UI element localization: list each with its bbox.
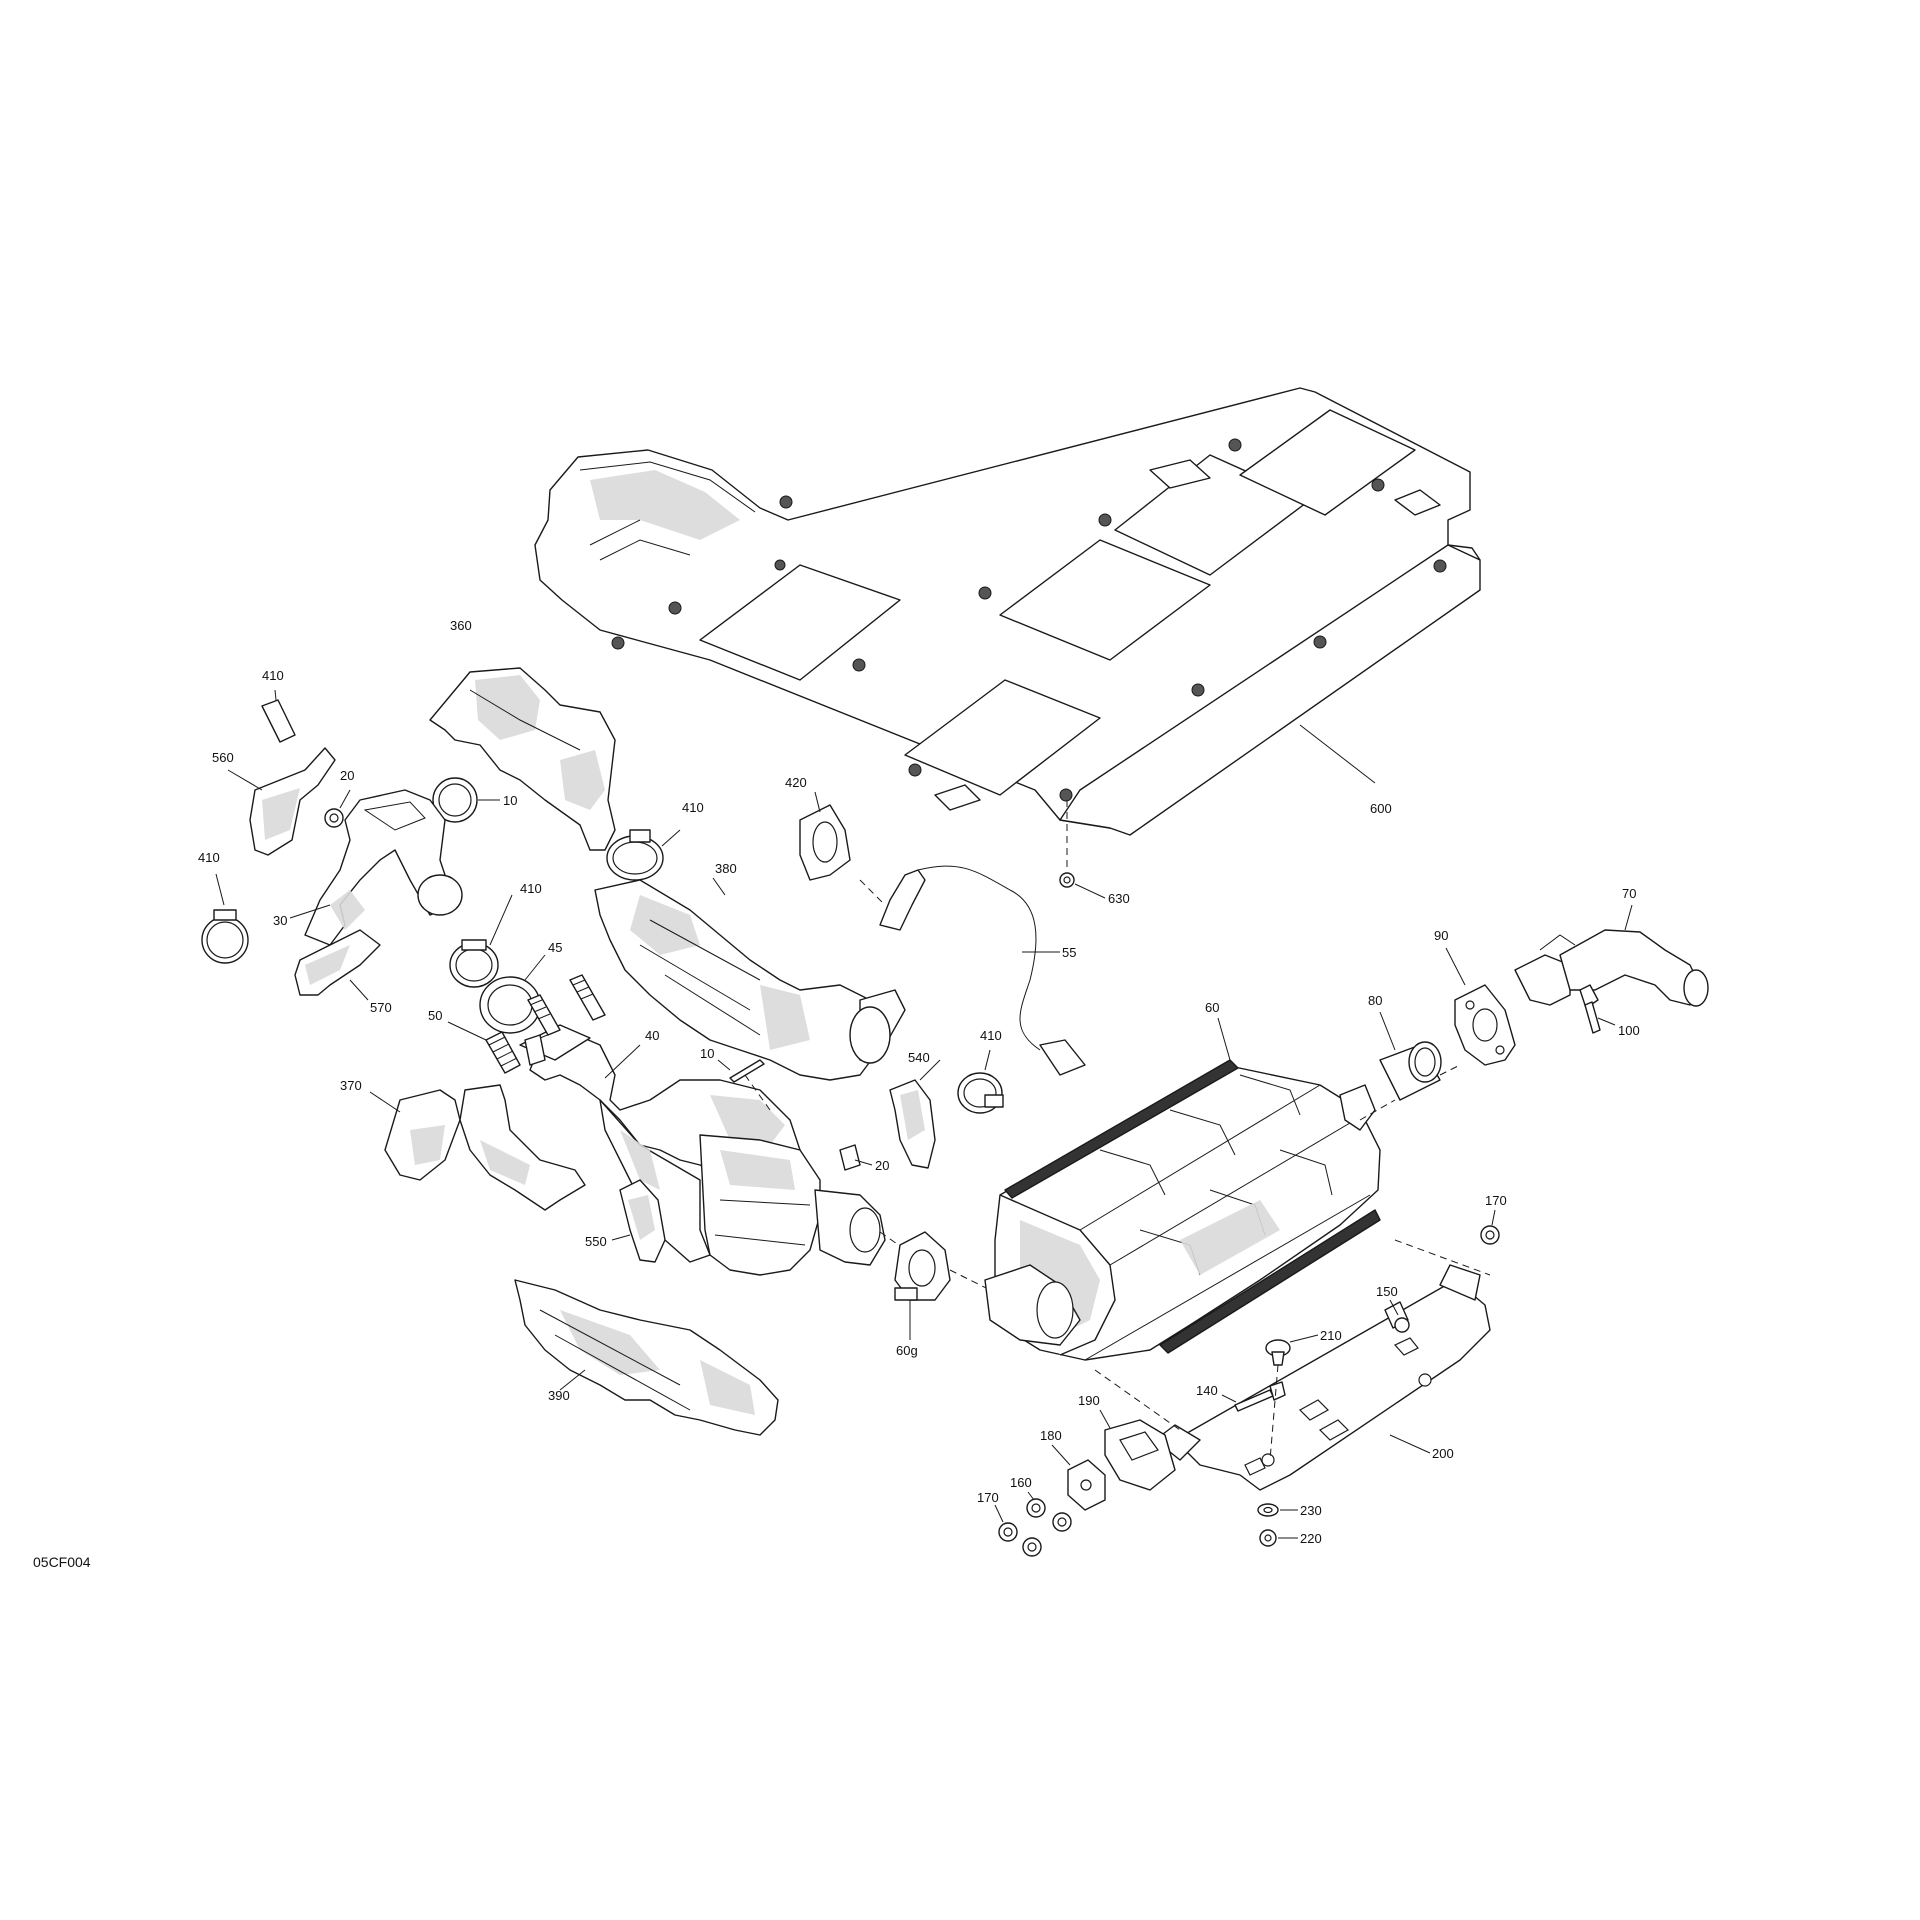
bolt-140 [1234, 1381, 1286, 1412]
callout-20-left: 20 [340, 768, 354, 783]
clamp-410-right [957, 1072, 1004, 1114]
callout-150: 150 [1376, 1284, 1398, 1299]
seal-80 [1379, 1041, 1442, 1101]
skid-plate-600 [534, 387, 1481, 836]
clamp-410-center [449, 939, 499, 988]
callout-360: 360 [450, 618, 472, 633]
heat-shield-360 [429, 667, 616, 851]
sensor-boot-420 [799, 804, 851, 881]
callout-140: 140 [1196, 1383, 1218, 1398]
callout-190: 190 [1078, 1393, 1100, 1408]
bolt-100 [1579, 984, 1601, 1034]
reference-code: 05CF004 [33, 1554, 91, 1570]
callout-30: 30 [273, 913, 287, 928]
callout-labels: 600 630 360 410 560 20 10 410 410 30 410… [33, 618, 1640, 1570]
callout-410-right: 410 [980, 1028, 1002, 1043]
nut-170-upper [1480, 1225, 1500, 1245]
clamp-410-left [201, 909, 249, 964]
heat-shield-550 [619, 1179, 666, 1263]
gasket-90 [1454, 984, 1516, 1066]
callout-560: 560 [212, 750, 234, 765]
bracket-200 [1154, 1264, 1491, 1491]
washer-160 [1026, 1498, 1072, 1532]
callout-40: 40 [645, 1028, 659, 1043]
callout-230: 230 [1300, 1503, 1322, 1518]
callout-600: 600 [1370, 801, 1392, 816]
callout-390: 390 [548, 1388, 570, 1403]
nut-630 [1059, 872, 1075, 888]
muffler-60 [984, 1059, 1381, 1361]
callout-70: 70 [1622, 886, 1636, 901]
callout-100: 100 [1618, 1023, 1640, 1038]
catalyst-380 [594, 879, 906, 1081]
bolt-150 [1384, 1301, 1410, 1333]
callout-200: 200 [1432, 1446, 1454, 1461]
callout-170-lower: 170 [977, 1490, 999, 1505]
plug-210 [1265, 1339, 1291, 1366]
exhaust-pipe-30 [304, 789, 463, 946]
callout-20-right: 20 [875, 1158, 889, 1173]
springs-40-assembly [524, 974, 606, 1066]
callout-50: 50 [428, 1008, 442, 1023]
heat-shield-570 [294, 929, 381, 996]
pin-10 [729, 1059, 765, 1083]
oxygen-sensor-55 [879, 865, 1086, 1076]
callout-410-top-left: 410 [262, 668, 284, 683]
callout-45: 45 [548, 940, 562, 955]
heat-shield-390 [514, 1279, 779, 1436]
nut-20-right [839, 1144, 861, 1171]
nut-20-left [324, 808, 344, 828]
callout-90: 90 [1434, 928, 1448, 943]
callout-210: 210 [1320, 1328, 1342, 1343]
callout-170-upper: 170 [1485, 1193, 1507, 1208]
callout-10-pin: 10 [700, 1046, 714, 1061]
callout-380: 380 [715, 861, 737, 876]
callout-410-left: 410 [198, 850, 220, 865]
heat-shield-370 [384, 1084, 586, 1211]
spring-50 [485, 1031, 521, 1074]
callout-160: 160 [1010, 1475, 1032, 1490]
callout-55: 55 [1062, 945, 1076, 960]
callout-550: 550 [585, 1234, 607, 1249]
callout-410-upper-right: 410 [682, 800, 704, 815]
callout-420: 420 [785, 775, 807, 790]
seal-45 [479, 976, 541, 1034]
nut-170-lower [998, 1522, 1042, 1557]
callout-540: 540 [908, 1050, 930, 1065]
tail-pipe-70 [1514, 929, 1709, 1007]
grommet-180 [1067, 1459, 1106, 1511]
ring-10-upper [432, 777, 478, 823]
callout-60: 60 [1205, 1000, 1219, 1015]
nut-220 [1259, 1529, 1277, 1547]
heat-shield-560 [249, 747, 336, 856]
clamp-60g [894, 1231, 951, 1301]
callout-370: 370 [340, 1078, 362, 1093]
isolator-190 [1104, 1419, 1176, 1491]
clamp-410-top-left [261, 699, 296, 743]
catalyst-lower [699, 1134, 886, 1276]
callout-570: 570 [370, 1000, 392, 1015]
heat-shield-540 [889, 1079, 936, 1169]
callout-630: 630 [1108, 891, 1130, 906]
callout-180: 180 [1040, 1428, 1062, 1443]
clamp-410-upper-right [606, 829, 664, 881]
callout-80: 80 [1368, 993, 1382, 1008]
skid-plate-fasteners [611, 438, 1447, 802]
callout-10-upper: 10 [503, 793, 517, 808]
callout-220: 220 [1300, 1531, 1322, 1546]
callout-60g: 60g [896, 1343, 918, 1358]
washer-230 [1257, 1503, 1279, 1517]
callout-410-center: 410 [520, 881, 542, 896]
